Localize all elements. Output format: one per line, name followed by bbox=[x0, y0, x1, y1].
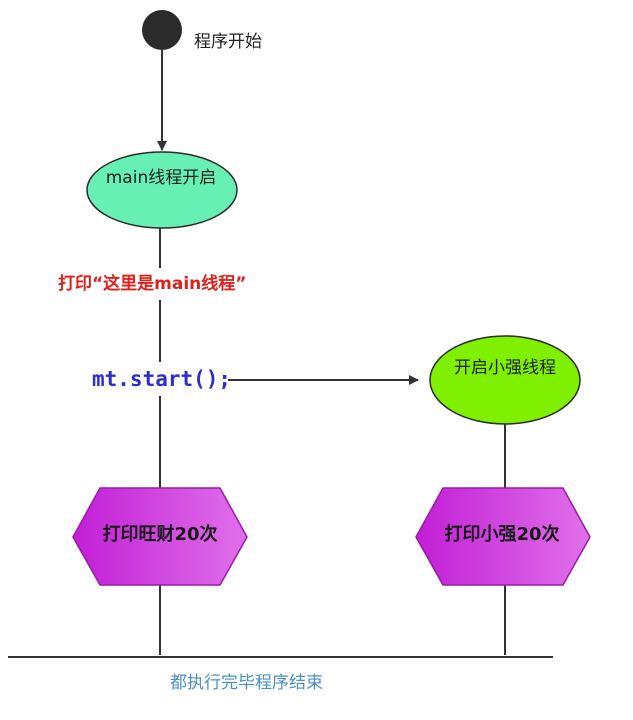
print-xiaoqiang-hexagon bbox=[415, 487, 591, 586]
start-node bbox=[142, 10, 182, 50]
end-label: 都执行完毕程序结束 bbox=[170, 673, 323, 693]
xiaoqiang-thread-ellipse bbox=[429, 335, 581, 425]
print-xiaoqiang-label: 打印小强20次 bbox=[444, 524, 560, 545]
mt-start-call-label: mt.start(); bbox=[92, 367, 232, 391]
print-wangcai-label: 打印旺财20次 bbox=[102, 524, 218, 545]
print-main-label: 打印“这里是main线程” bbox=[58, 274, 247, 294]
start-label: 程序开始 bbox=[194, 32, 262, 52]
main-thread-ellipse bbox=[86, 151, 238, 229]
xiaoqiang-thread-start-label: 开启小强线程 bbox=[454, 358, 556, 378]
print-wangcai-hexagon bbox=[72, 487, 248, 586]
main-thread-start-label: main线程开启 bbox=[105, 168, 217, 188]
